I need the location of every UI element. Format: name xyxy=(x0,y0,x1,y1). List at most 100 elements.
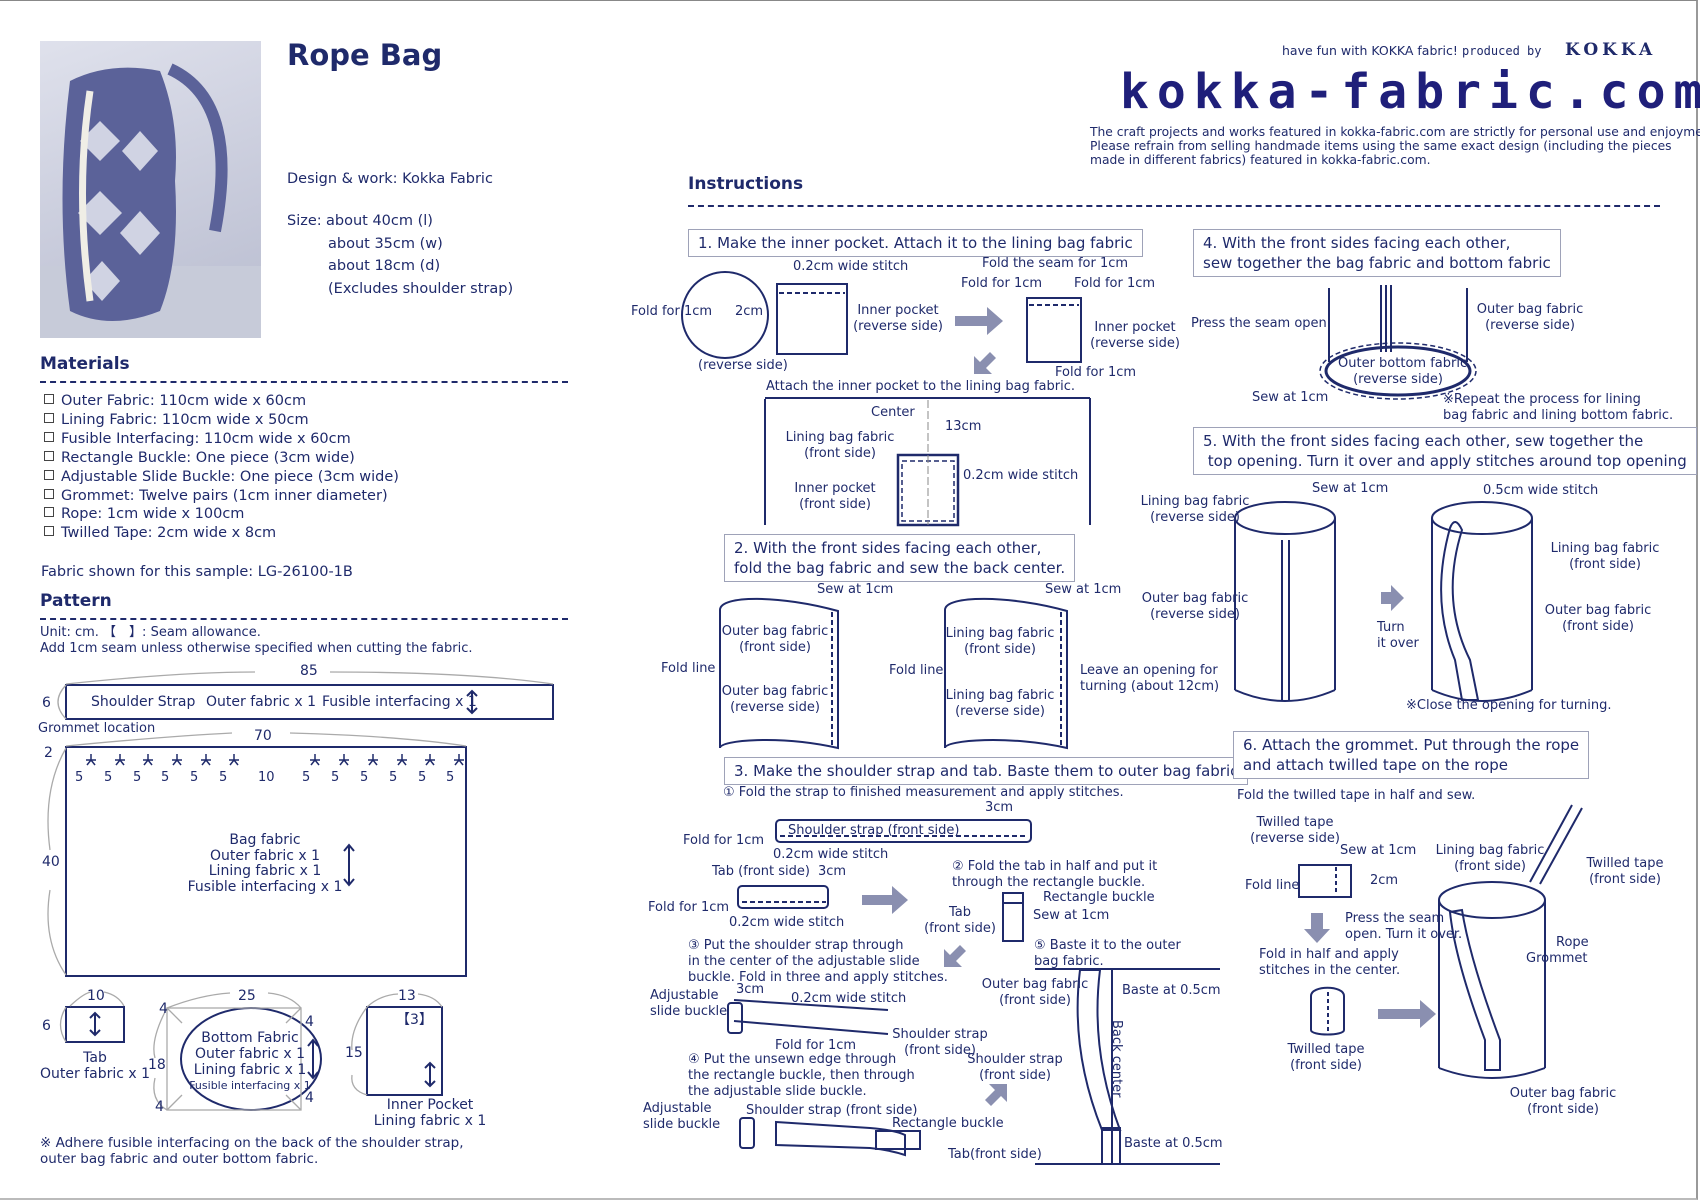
step-4-box: 4. With the front sides facing each othe… xyxy=(1193,229,1561,277)
step-3-box: 3. Make the shoulder strap and tab. Bast… xyxy=(724,757,1249,785)
pocket-height-dim: 15 xyxy=(345,1045,363,1061)
s3-fold1: Fold for 1cm xyxy=(683,833,765,848)
s3-baste2: Baste at 0.5cm xyxy=(1124,1136,1223,1151)
s2-outer-front: Outer bag fabric(front side) xyxy=(721,624,829,655)
s3-tab: Tab(front side) xyxy=(924,905,996,936)
s2-sew2: Sew at 1cm xyxy=(1045,582,1122,597)
size-note: (Excludes shoulder strap) xyxy=(328,281,514,297)
s6-fold-tape: Fold the twilled tape in half and sew. xyxy=(1237,788,1476,803)
checkbox-icon[interactable] xyxy=(44,394,54,404)
s6-fold-line: Fold line xyxy=(1245,878,1300,893)
disclaimer-line-2: Please refrain from selling handmade ite… xyxy=(1090,139,1672,153)
materials-divider xyxy=(40,381,568,383)
s6-tape-front2: Twilled tape(front side) xyxy=(1586,856,1664,887)
unit-note: Unit: cm. 【 】: Seam allowance. xyxy=(40,625,261,640)
footnote-1: ※ Adhere fusible interfacing on the back… xyxy=(40,1135,464,1151)
corner-dim-tl: 4 xyxy=(159,1001,168,1017)
checkbox-icon[interactable] xyxy=(44,488,54,499)
checkbox-icon[interactable] xyxy=(44,450,54,461)
material-item: Rectangle Buckle: One piece (3cm wide) xyxy=(44,449,399,468)
s6-lining-front: Lining bag fabric(front side) xyxy=(1435,843,1545,874)
grommet-spacing-label: 5 xyxy=(446,770,455,785)
s6-tape-front: Twilled tape(front side) xyxy=(1287,1042,1365,1073)
step-2-box: 2. With the front sides facing each othe… xyxy=(724,534,1076,582)
step-5-box: 5. With the front sides facing each othe… xyxy=(1193,427,1697,475)
materials-list: Outer Fabric: 110cm wide x 60cm Lining F… xyxy=(44,392,399,543)
bottom-bounding-rect xyxy=(166,1007,302,1111)
grommet-spacing-label: 5 xyxy=(389,770,398,785)
grommet-mark-icon xyxy=(201,754,211,766)
s3-stitch2: 0.2cm wide stitch xyxy=(729,915,845,930)
s3-fold2: Fold for 1cm xyxy=(648,900,730,915)
grommet-location-label: Grommet location xyxy=(38,721,156,736)
s1-lining-front: Lining bag fabric(front side) xyxy=(785,430,895,461)
strap-width-dim: 85 xyxy=(300,663,318,679)
step1-drawings xyxy=(681,271,1091,527)
s4-sew: Sew at 1cm xyxy=(1252,390,1329,405)
pattern-heading: Pattern xyxy=(40,591,112,611)
s3-fold3: Fold for 1cm xyxy=(775,1038,857,1053)
s6-2cm: 2cm xyxy=(1370,873,1399,888)
material-item: Grommet: Twelve pairs (1cm inner diamete… xyxy=(44,487,399,506)
s2-lining-front: Lining bag fabric(front side) xyxy=(945,626,1055,657)
grommet-mark-icon xyxy=(397,754,407,766)
s2-sew1: Sew at 1cm xyxy=(817,582,894,597)
footnote-2: outer bag fabric and outer bottom fabric… xyxy=(40,1151,319,1167)
step5-drawings xyxy=(1234,501,1533,702)
s4-bottom: Outer bottom fabric(reverse side) xyxy=(1338,356,1468,387)
site-logo[interactable]: kokka-fabric.com xyxy=(1120,64,1700,120)
checkbox-icon[interactable] xyxy=(44,469,54,480)
grommet-spacing-label: 5 xyxy=(331,770,340,785)
s4-press: Press the seam open. xyxy=(1191,316,1331,331)
size-label: Size: xyxy=(287,213,322,229)
material-item: Twilled Tape: 2cm wide x 8cm xyxy=(44,524,399,543)
s3-outer-front: Outer bag fabric(front side) xyxy=(981,977,1089,1008)
strap-name: Shoulder Strap xyxy=(91,694,196,710)
grommet-mark-icon xyxy=(229,754,239,766)
grommet-spacing-label: 5 xyxy=(104,770,113,785)
s1-pocket-rev2: Inner pocket(reverse side) xyxy=(1090,320,1180,351)
checkbox-icon[interactable] xyxy=(44,412,54,423)
bag-top-dim: 2 xyxy=(44,745,53,761)
bag-height-dim: 40 xyxy=(42,854,60,870)
grommet-spacing-label: 5 xyxy=(360,770,369,785)
pocket-pattern-rect xyxy=(366,1006,443,1096)
checkbox-icon[interactable] xyxy=(44,431,54,442)
s2-fold-line2: Fold line xyxy=(889,663,944,678)
s3-sub1: ① Fold the strap to finished measurement… xyxy=(723,785,1124,800)
disclaimer-line-3: made in different fabrics) featured in k… xyxy=(1090,153,1431,167)
material-item: Lining Fabric: 110cm wide x 50cm xyxy=(44,411,399,430)
s5-outer-front: Outer bag fabric(front side) xyxy=(1544,603,1652,634)
s1-stitch: 0.2cm wide stitch xyxy=(793,259,909,274)
corner-dim-br: 4 xyxy=(305,1090,314,1106)
s3-baste1: Baste at 0.5cm xyxy=(1122,983,1221,998)
disclaimer-line-1: The craft projects and works featured in… xyxy=(1090,125,1700,139)
tab-height-dim: 6 xyxy=(42,1018,51,1034)
s6-tape-rev: Twilled tape(reverse side) xyxy=(1250,815,1340,846)
s2-lining-rev: Lining bag fabric(reverse side) xyxy=(945,688,1055,719)
instructions-heading: Instructions xyxy=(688,174,804,194)
grommet-spacing-label: 10 xyxy=(258,770,275,785)
grommet-mark-icon xyxy=(310,754,320,766)
corner-dim-tr: 4 xyxy=(305,1014,314,1030)
pocket-seam-allowance: 【3】 xyxy=(396,1012,433,1028)
s3-back-center: Back center xyxy=(1109,1020,1124,1098)
s5-lining-front: Lining bag fabric(front side) xyxy=(1550,541,1660,572)
checkbox-icon[interactable] xyxy=(44,526,54,537)
grommet-mark-icon xyxy=(86,754,96,766)
grommet-spacing-label: 5 xyxy=(302,770,311,785)
bag-width-dim: 70 xyxy=(254,728,272,744)
checkbox-icon[interactable] xyxy=(44,507,54,518)
s1-pocket-rev: Inner pocket(reverse side) xyxy=(853,303,943,334)
s1-fold-left: Fold for 1cm xyxy=(961,276,1043,291)
